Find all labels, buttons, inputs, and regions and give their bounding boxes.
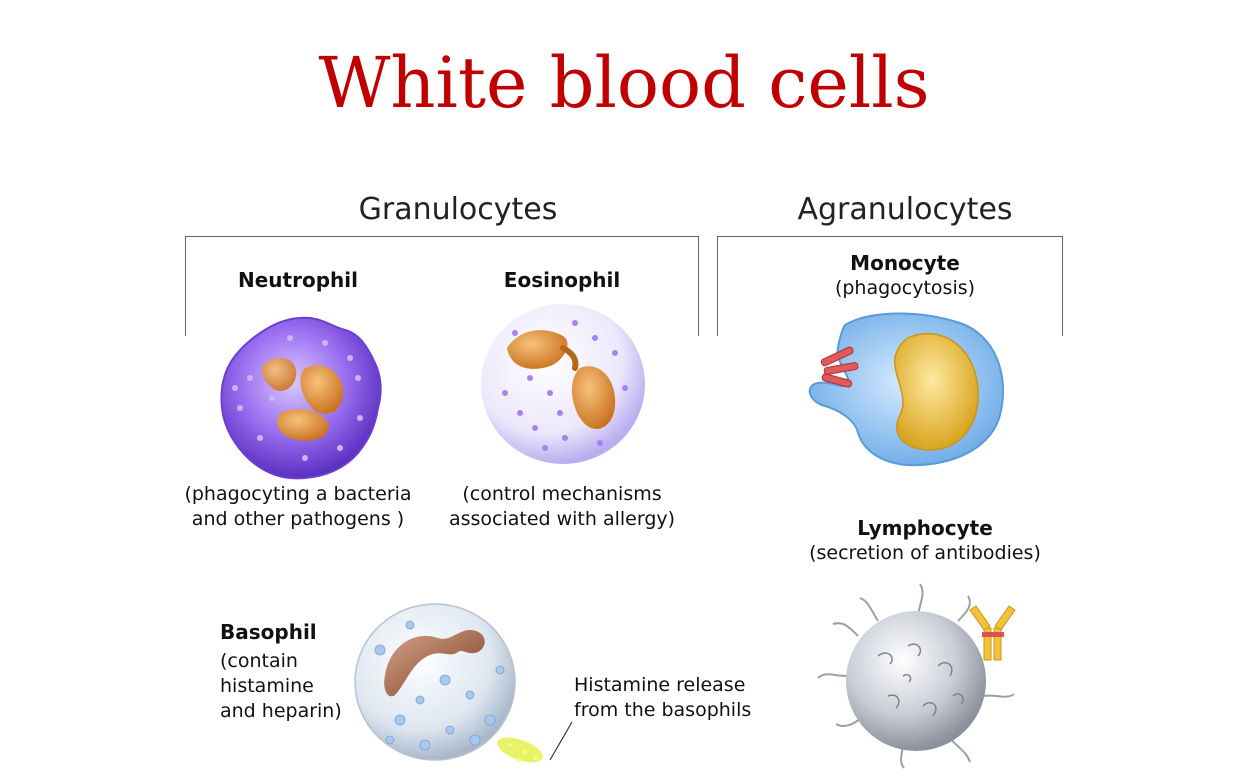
- antibody-icon: [969, 605, 1016, 661]
- monocyte-desc: (phagocytosis): [834, 277, 976, 299]
- lymphocyte-label: Lymphocyte: [857, 516, 993, 540]
- eosinophil-desc-1: (control mechanisms: [462, 483, 662, 505]
- eosinophil-desc-2: associated with allergy): [448, 508, 676, 530]
- monocyte-illustration: [808, 312, 1005, 467]
- basophil-label: Basophil: [220, 620, 317, 644]
- annotation-pointer: [549, 721, 573, 761]
- basophil-illustration: [354, 603, 573, 763]
- basophil-desc-2: histamine: [220, 675, 314, 697]
- eosinophil-illustration: [481, 304, 645, 464]
- lymphocyte-desc: (secretion of antibodies): [809, 542, 1041, 564]
- basophil-desc-1: (contain: [220, 650, 298, 672]
- lymphocyte-illustration: [817, 583, 1016, 769]
- agranulocytes-heading: Agranulocytes: [797, 192, 1013, 227]
- neutrophil-illustration: [220, 316, 382, 480]
- agranulocytes-bracket: [717, 236, 1063, 336]
- eosinophil-label: Eosinophil: [503, 268, 621, 292]
- granulocytes-heading: Granulocytes: [358, 192, 558, 227]
- histamine-annotation-1: Histamine release: [574, 674, 746, 696]
- page-title: White blood cells: [318, 42, 930, 124]
- monocyte-label: Monocyte: [850, 251, 960, 275]
- granulocytes-bracket: [185, 236, 699, 336]
- neutrophil-desc-1: (phagocyting a bacteria: [184, 483, 412, 505]
- histamine-annotation-2: from the basophils: [574, 699, 752, 721]
- neutrophil-label: Neutrophil: [238, 268, 358, 292]
- neutrophil-desc-2: and other pathogens ): [191, 508, 405, 530]
- basophil-desc-3: and heparin): [220, 700, 342, 722]
